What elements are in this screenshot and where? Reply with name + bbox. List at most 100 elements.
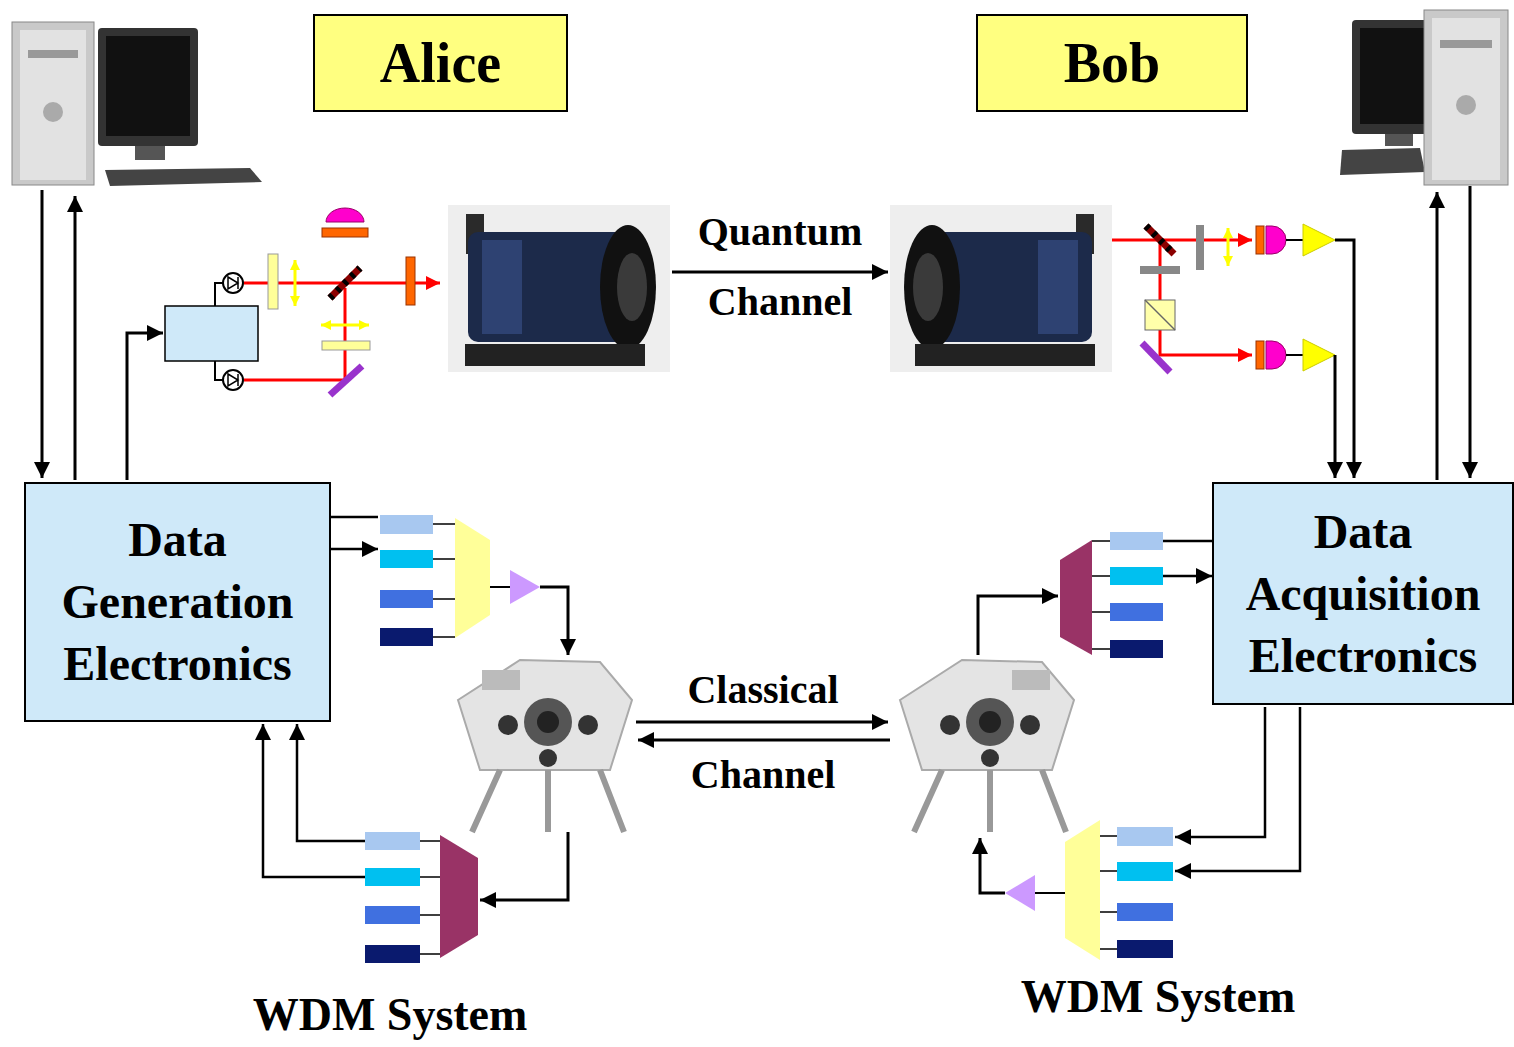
computer-icon [12,22,262,186]
fiber-arrow [980,838,1005,893]
wdm-channel [1117,862,1173,881]
detector-wire [1286,354,1303,356]
data-arrow [41,190,44,478]
unit-lens [1020,715,1040,735]
optical-amplifier [1005,875,1035,911]
system-label: WDM System [240,990,540,1040]
tower-logo [1456,95,1476,115]
unit-lens [966,698,1014,746]
data-arrow [297,724,365,841]
diode-symbol [228,277,238,289]
data-arrow [1163,541,1212,576]
mirror [1142,343,1170,372]
unit-housing [458,660,632,770]
beam-splitter [1146,226,1174,254]
wdm-channel [365,945,420,963]
unit-lens [539,749,557,767]
wdm-channel [380,590,433,608]
laser-diode [223,370,243,390]
monitor-screen [106,36,190,136]
mux-wire [490,586,510,588]
unit-lens [578,715,598,735]
node-text: Data Acquisition Electronics [1222,501,1504,687]
unit-lens-core [537,711,559,733]
keyboard [1340,148,1425,175]
wdm-channel [1117,827,1173,846]
unit-panel [482,670,520,690]
channel-wire [1092,541,1110,649]
unit-panel [1012,670,1050,690]
telescope-base [915,344,1095,366]
wave-plate [1140,266,1180,274]
fiber-arrow [540,587,568,655]
telescope-aperture [904,225,960,349]
laser-beam [1160,240,1252,355]
telescope-photo [448,205,670,372]
tower-logo [43,102,63,122]
free-space-unit [900,660,1074,832]
drive-slot [28,50,78,58]
wdm-channel [1117,940,1173,958]
telescope-aperture [600,225,656,349]
detector-wire [1286,239,1303,241]
filter-plate [1256,341,1264,369]
node-text: Bob [1064,31,1161,95]
polarization-arrow [321,324,369,327]
beam-splitter-mark [330,268,360,298]
photo-ground [890,205,1112,372]
process-box: Data Generation Electronics [24,482,331,722]
detector [1256,339,1335,371]
photon-detector [1266,341,1286,369]
filter-plate [406,257,415,305]
mux-wire [1035,892,1065,894]
keyboard [105,168,262,186]
diode-wire [215,283,223,380]
unit-lens [940,715,960,735]
unit-stand [914,770,1066,832]
tower-front [20,30,86,180]
drive-arrow [127,333,163,480]
multiplexer [1065,820,1100,960]
wdm-channel [380,550,433,568]
unit-housing [900,660,1074,770]
diode-circle [223,273,243,293]
demultiplexer [440,835,478,958]
filter-plate [322,228,368,237]
laser-diode [223,273,243,293]
system-label: WDM System [1008,972,1308,1022]
amplifier [1303,224,1335,256]
demultiplexer [1060,540,1092,655]
detector [1256,224,1335,256]
fiber-arrow [480,832,568,900]
computer-icon [1340,10,1508,185]
diode-symbol [228,374,238,386]
polarizer-plate [268,254,278,309]
data-arrow [330,517,378,549]
classical-arrow [636,721,888,724]
unit-lens-core [979,711,1001,733]
fiber-arrow [978,596,1058,655]
monitor-detector [326,208,364,222]
photo-ground [448,205,670,372]
data-arrow [263,724,365,877]
data-arrow [1469,186,1472,478]
beam-splitter [330,268,360,298]
channel-wire [1100,836,1117,949]
title-box: Alice [313,14,568,112]
drive-slot [1440,40,1492,48]
unit-lens [498,715,518,735]
wdm-channel [365,832,420,850]
channel-wire [433,524,455,637]
quantum-arrow [672,271,888,274]
filter-plate [1256,226,1264,254]
optical-amplifier [510,570,540,604]
beam-splitter-mark [1146,226,1174,254]
diode-circle [223,370,243,390]
signal-arrow [1334,355,1337,478]
wdm-channel [1110,640,1163,658]
polarization-arrow [294,260,297,306]
signal-arrow [1335,240,1354,478]
telescope-photo [890,205,1112,372]
wdm-channel [1110,603,1163,621]
